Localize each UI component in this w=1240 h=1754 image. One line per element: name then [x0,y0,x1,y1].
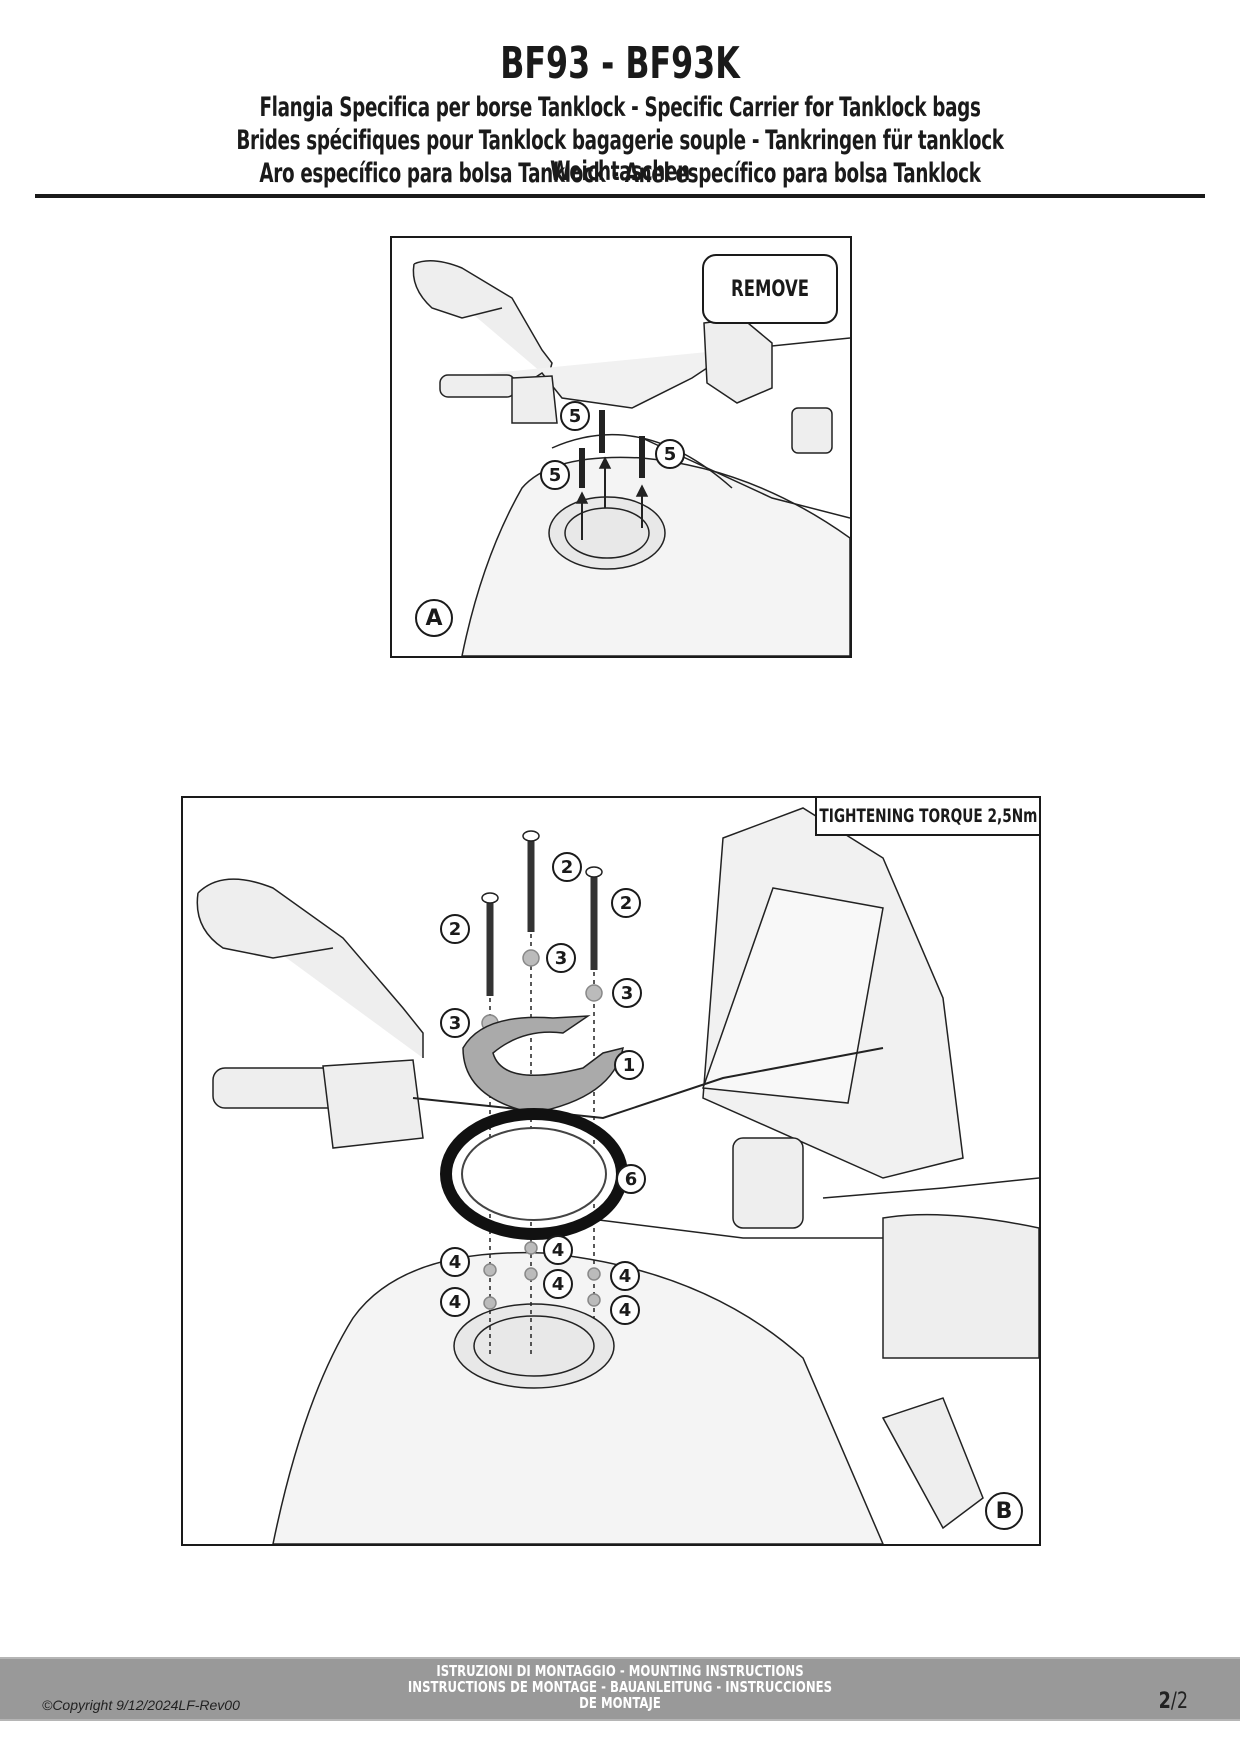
figure-b-install: TIGHTENING TORQUE 2,5Nm 2 2 2 3 3 3 1 6 … [181,796,1041,1546]
header-divider [35,194,1205,198]
callout-4: 4 [440,1287,470,1317]
callout-5: 5 [655,439,685,469]
callout-1: 1 [614,1050,644,1080]
remove-note: REMOVE [702,254,838,324]
callout-2: 2 [611,888,641,918]
page-current: 2 [1158,1689,1172,1714]
torque-note-text: TIGHTENING TORQUE 2,5Nm [818,805,1038,827]
document-title: BF93 - BF93K [500,38,740,89]
page-number: 2/2 [1159,1689,1188,1714]
torque-note: TIGHTENING TORQUE 2,5Nm [815,798,1039,836]
figure-b-label: B [985,1492,1023,1530]
callout-2: 2 [552,852,582,882]
callout-2: 2 [440,914,470,944]
copyright: ©Copyright 9/12/2024LF-Rev00 [42,1697,240,1713]
footer-instructions: ISTRUZIONI DI MONTAGGIO - MOUNTING INSTR… [0,1663,1240,1711]
motorcycle-illustration-a [412,260,850,656]
callout-3: 3 [546,943,576,973]
footer-line: INSTRUCTIONS DE MONTAGE - BAUANLEITUNG -… [407,1678,833,1696]
figure-a-label: A [415,599,453,637]
callout-5: 5 [560,401,590,431]
subtitle-fr-de: Brides spécifiques pour Tanklock bagager… [236,125,1004,187]
callout-4: 4 [440,1247,470,1277]
figure-a-remove: REMOVE 5 5 5 A [390,236,852,658]
footer-band: ISTRUZIONI DI MONTAGGIO - MOUNTING INSTR… [0,1657,1240,1721]
remove-note-text: REMOVE [730,276,810,302]
footer-line: DE MONTAJE [579,1694,661,1712]
callout-6: 6 [616,1164,646,1194]
callout-4: 4 [610,1261,640,1291]
callout-4: 4 [543,1235,573,1265]
footer-line: ISTRUZIONI DI MONTAGGIO - MOUNTING INSTR… [436,1662,804,1680]
callout-4: 4 [610,1295,640,1325]
callout-3: 3 [612,978,642,1008]
motorcycle-illustration-b [196,807,1039,1544]
page-total: /2 [1171,1689,1189,1714]
subtitle-es-pt: Aro específico para bolsa Tanklock - Ane… [259,158,981,189]
callout-3: 3 [440,1008,470,1038]
callout-4: 4 [543,1269,573,1299]
subtitle-it-en: Flangia Specifica per borse Tanklock - S… [259,92,981,123]
callout-5: 5 [540,460,570,490]
